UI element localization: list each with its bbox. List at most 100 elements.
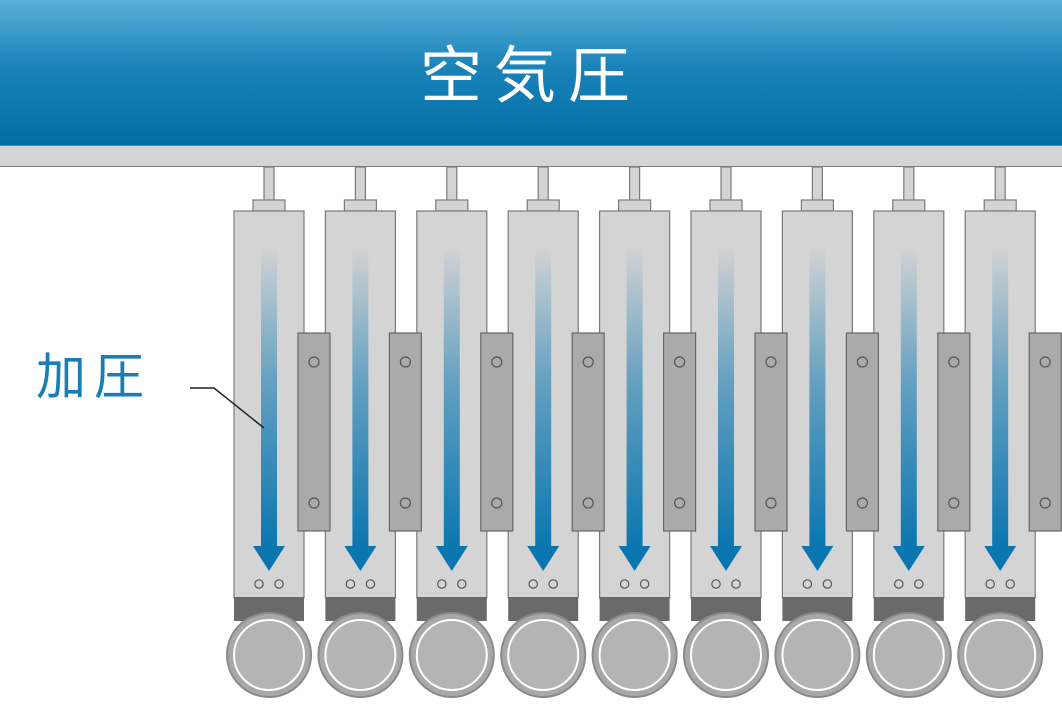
pressure-arrow-shaft bbox=[352, 245, 369, 548]
pressure-arrow-head bbox=[527, 546, 560, 571]
pressure-arrow-head bbox=[253, 546, 285, 571]
pressure-arrow-head bbox=[710, 546, 742, 571]
pressure-arrow-head bbox=[344, 546, 377, 571]
roller-wheel-inner bbox=[781, 619, 854, 691]
plate-bolt bbox=[1039, 356, 1051, 368]
connector-pipe bbox=[628, 166, 641, 202]
cylinder-unit bbox=[865, 166, 952, 698]
hole bbox=[456, 579, 467, 589]
hole bbox=[619, 579, 630, 589]
pressure-arrow-shaft bbox=[809, 245, 826, 548]
plate-bolt bbox=[582, 497, 594, 509]
plate-bolt bbox=[856, 356, 869, 368]
pressurize-label: 加圧 bbox=[36, 348, 152, 406]
connector-pipe bbox=[994, 166, 1006, 202]
plate-bolt bbox=[308, 497, 320, 509]
plate-bolt bbox=[765, 356, 777, 368]
plate-bolt bbox=[948, 356, 960, 368]
plate-bolt bbox=[673, 497, 686, 509]
hole bbox=[893, 579, 904, 589]
hole bbox=[913, 579, 924, 589]
connector-cap bbox=[983, 199, 1017, 212]
connector-pipe bbox=[537, 166, 549, 202]
guide-plate bbox=[1028, 332, 1062, 532]
hole bbox=[802, 579, 813, 589]
hole bbox=[436, 579, 447, 589]
plate-bolt bbox=[582, 356, 594, 368]
pressure-arrow-head bbox=[618, 546, 651, 571]
hole bbox=[985, 579, 995, 589]
hole bbox=[548, 579, 558, 589]
hole bbox=[731, 579, 741, 589]
guide-plate bbox=[754, 332, 788, 532]
hole bbox=[365, 579, 376, 589]
connector-cap bbox=[617, 199, 652, 212]
pressure-arrow-shaft bbox=[261, 245, 277, 548]
guide-plate bbox=[571, 332, 605, 532]
roller-wheel-inner bbox=[507, 619, 580, 691]
connector-pipe bbox=[903, 166, 915, 202]
guide-plate bbox=[297, 332, 331, 532]
connector-cap bbox=[800, 199, 835, 212]
pressure-arrow-shaft bbox=[992, 245, 1009, 548]
guide-plate-body bbox=[297, 332, 331, 532]
roller-wheel-inner bbox=[690, 619, 762, 691]
cylinder-unit bbox=[957, 166, 1044, 698]
plate-bolt bbox=[308, 356, 320, 368]
guide-plate bbox=[662, 332, 697, 532]
cylinder-unit bbox=[317, 166, 404, 698]
hole bbox=[345, 579, 356, 589]
pressure-arrow-shaft bbox=[626, 245, 643, 548]
pressure-arrow-shaft bbox=[718, 245, 734, 548]
cylinder-unit bbox=[774, 166, 861, 698]
connector-pipe bbox=[720, 166, 732, 202]
guide-plate bbox=[937, 332, 971, 532]
plate-bolt bbox=[765, 497, 777, 509]
plate-bolt bbox=[1039, 497, 1051, 509]
guide-plate-body bbox=[1028, 332, 1062, 532]
connector-cap bbox=[252, 199, 286, 212]
banner-title: 空気圧 bbox=[419, 39, 642, 112]
connector-pipe bbox=[354, 166, 366, 202]
hole bbox=[1005, 579, 1015, 589]
hole bbox=[254, 579, 264, 589]
plate-bolt bbox=[399, 356, 411, 368]
air-pressure-banner: 空気圧 bbox=[0, 0, 1062, 145]
pressure-arrow-head bbox=[892, 546, 925, 571]
connector-cap bbox=[709, 199, 743, 212]
connector-cap bbox=[892, 199, 926, 212]
plate-bolt bbox=[491, 497, 503, 509]
plate-bolt bbox=[491, 356, 503, 368]
cylinder-unit bbox=[226, 166, 312, 698]
hole bbox=[274, 579, 284, 589]
pressure-arrow-shaft bbox=[900, 245, 917, 548]
guide-plate bbox=[388, 332, 422, 532]
pressure-arrow-shaft bbox=[535, 245, 552, 548]
plate-bolt bbox=[856, 497, 869, 509]
cylinder-unit bbox=[683, 166, 769, 698]
guide-plate-body bbox=[662, 332, 697, 532]
roller-wheel-inner bbox=[872, 619, 945, 691]
roller-wheel-inner bbox=[598, 619, 671, 691]
plate-bolt bbox=[399, 497, 411, 509]
guide-plate-body bbox=[754, 332, 788, 532]
connector-pipe bbox=[811, 166, 824, 202]
guide-plate bbox=[480, 332, 514, 532]
hole bbox=[639, 579, 650, 589]
label-leader-line bbox=[190, 387, 265, 429]
guide-plate-body bbox=[845, 332, 880, 532]
guide-plate bbox=[845, 332, 880, 532]
connector-pipe bbox=[263, 166, 275, 202]
pressure-arrow-head bbox=[435, 546, 468, 571]
roller-wheel-inner bbox=[964, 619, 1037, 691]
roller-wheel-inner bbox=[415, 619, 488, 691]
roller-wheel-inner bbox=[324, 619, 397, 691]
hole bbox=[711, 579, 721, 589]
guide-plate-body bbox=[480, 332, 514, 532]
manifold-bar bbox=[0, 145, 1062, 167]
guide-plate-body bbox=[937, 332, 971, 532]
connector-pipe bbox=[446, 166, 458, 202]
plate-bolt bbox=[948, 497, 960, 509]
connector-cap bbox=[526, 199, 560, 212]
